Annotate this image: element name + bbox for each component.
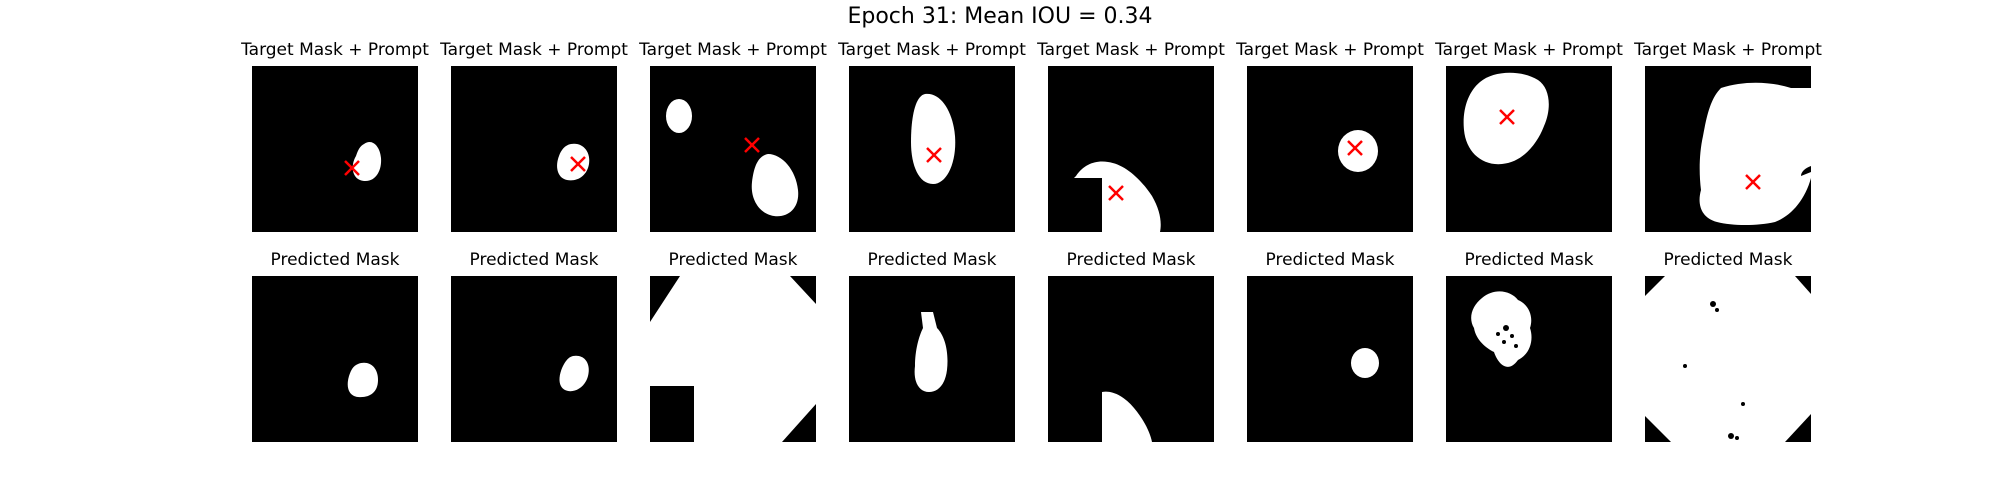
panel-title: Target Mask + Prompt — [838, 40, 1026, 60]
prompt-x-marker — [344, 160, 360, 176]
target-mask-image — [252, 66, 418, 232]
target-mask-image — [1048, 66, 1214, 232]
mask-blob — [914, 312, 948, 392]
predicted-mask-image — [1446, 276, 1612, 442]
mask-blob — [1074, 161, 1161, 232]
panel-title: Target Mask + Prompt — [1435, 40, 1623, 60]
figure-title: Epoch 31: Mean IOU = 0.34 — [847, 4, 1153, 29]
mask-blob — [559, 355, 589, 392]
panel-title: Predicted Mask — [867, 250, 997, 270]
mask-blob — [352, 141, 382, 182]
mask-blob — [650, 276, 816, 442]
mask-blob — [1699, 82, 1811, 225]
mask-blob — [347, 362, 378, 398]
panel-title: Predicted Mask — [668, 250, 798, 270]
target-mask-image — [1247, 66, 1413, 232]
panel-title: Target Mask + Prompt — [1634, 40, 1822, 60]
panel-title: Predicted Mask — [469, 250, 599, 270]
prompt-x-marker — [1108, 185, 1124, 201]
mask-blob — [666, 99, 692, 133]
target-mask-image — [1446, 66, 1612, 232]
prompt-x-marker — [1347, 140, 1363, 156]
panel-title: Target Mask + Prompt — [440, 40, 628, 60]
predicted-mask-image — [650, 276, 816, 442]
panel-title: Target Mask + Prompt — [1236, 40, 1424, 60]
mask-noise — [1496, 325, 1518, 348]
mask-blob — [911, 93, 956, 184]
target-mask-image — [849, 66, 1015, 232]
predicted-mask-image — [1247, 276, 1413, 442]
mask-blob — [1351, 348, 1379, 378]
panel-title: Predicted Mask — [270, 250, 400, 270]
mask-fragment — [650, 374, 688, 384]
predicted-mask-image — [849, 276, 1015, 442]
target-mask-image — [650, 66, 816, 232]
mask-blob — [1471, 291, 1532, 367]
prompt-x-marker — [1499, 109, 1515, 125]
predicted-mask-image — [252, 276, 418, 442]
prompt-x-marker — [926, 147, 942, 163]
predicted-mask-image — [1048, 276, 1214, 442]
mask-blob — [557, 143, 590, 181]
target-mask-image — [1645, 66, 1811, 232]
prompt-x-marker — [1745, 174, 1761, 190]
panel-title: Target Mask + Prompt — [639, 40, 827, 60]
predicted-mask-image — [1645, 276, 1811, 442]
mask-noise — [1683, 301, 1745, 440]
target-mask-image — [451, 66, 617, 232]
prompt-x-marker — [570, 156, 586, 172]
mask-blob — [1102, 391, 1152, 442]
panel-title: Predicted Mask — [1066, 250, 1196, 270]
panel-title: Target Mask + Prompt — [1037, 40, 1225, 60]
panel-title: Predicted Mask — [1265, 250, 1395, 270]
panel-title: Predicted Mask — [1464, 250, 1594, 270]
predicted-mask-image — [451, 276, 617, 442]
mask-blob — [1645, 276, 1811, 442]
mask-blob — [751, 154, 799, 217]
prompt-x-marker — [744, 137, 760, 153]
panel-title: Predicted Mask — [1663, 250, 1793, 270]
panel-title: Target Mask + Prompt — [241, 40, 429, 60]
